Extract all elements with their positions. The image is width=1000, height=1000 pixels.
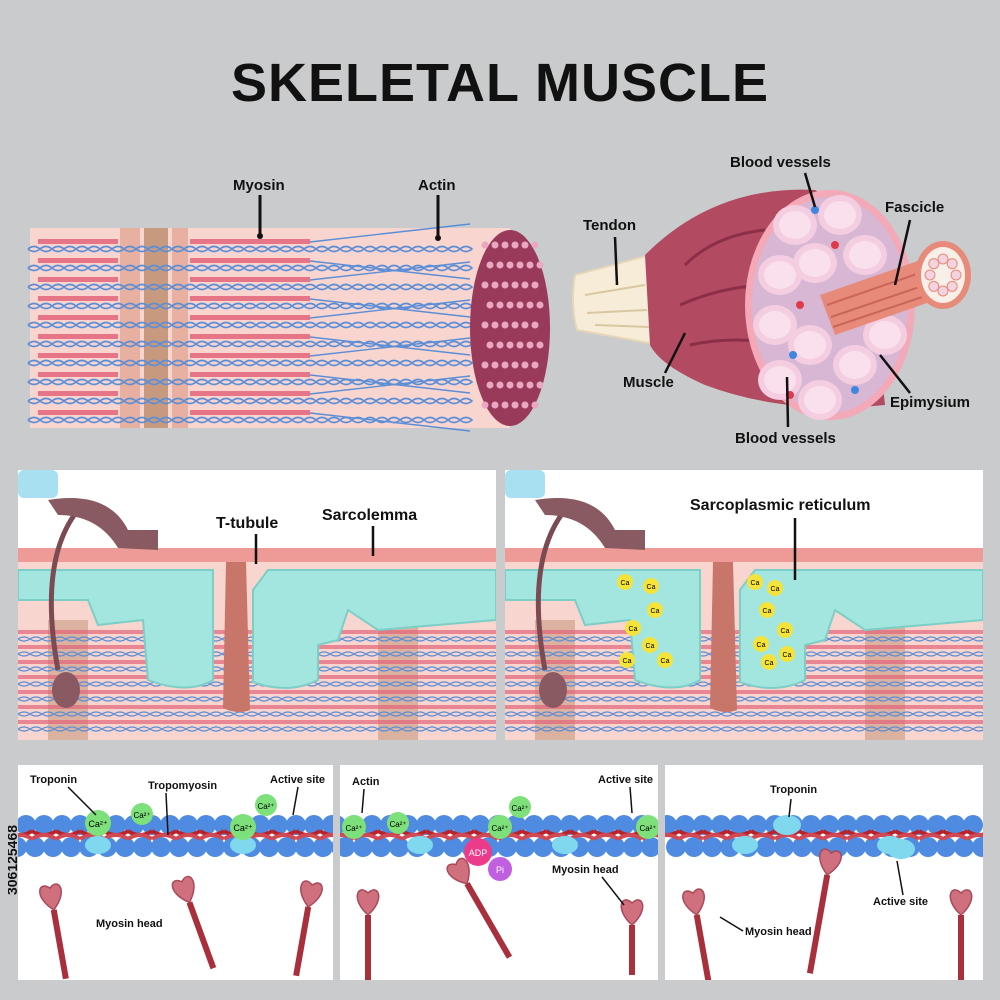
myosin-head-label-1: Myosin head: [96, 918, 163, 930]
ca-ion-label: Ca: [751, 580, 760, 587]
active-site-label-1: Active site: [270, 774, 325, 786]
page-title: SKELETAL MUSCLE: [230, 53, 770, 113]
ca-ion-7: Ca²⁺: [491, 824, 508, 833]
stock-id-text: 306125468: [8, 825, 20, 895]
ca-ion-label: Ca: [771, 586, 780, 593]
ca-ion-label: Ca: [646, 643, 655, 650]
actin-label-2: Actin: [352, 776, 380, 788]
sarcoplasmic-reticulum-label: Sarcoplasmic reticulum: [690, 497, 871, 514]
ca-ion-label: Ca: [765, 660, 774, 667]
ca-ion-9: Ca²⁺: [639, 824, 656, 833]
blood-vessels-top-label: Blood vessels: [730, 154, 831, 171]
ca-ion-label: Ca: [651, 608, 660, 615]
ca-ion-label: Ca: [661, 658, 670, 665]
ca-ion-label: Ca: [623, 658, 632, 665]
t-tubule-label: T-tubule: [216, 515, 278, 532]
ca-ion-label: Ca: [629, 626, 638, 633]
stock-id: 306125468: [8, 825, 20, 895]
ca-ion-1: Ca²⁺: [88, 819, 108, 829]
myosin-head-label-3: Myosin head: [745, 926, 812, 938]
myofibril-diagram: Myosin Actin: [27, 177, 550, 432]
contraction-state-diagram: Troponin Active site Myosin head: [665, 784, 983, 980]
active-site-label-2: Active site: [598, 774, 653, 786]
ca-ion-4: Ca²⁺: [257, 802, 274, 811]
troponin-label-3: Troponin: [770, 784, 817, 796]
ca-ion-6: Ca²⁺: [389, 820, 406, 829]
t-tubule-panel: T-tubule Sarcolemma: [18, 470, 496, 740]
contraction-panel-2: Ca²⁺ Ca²⁺ Ca²⁺ Ca²⁺ Ca²⁺ ADP Pi Actin Ac…: [340, 765, 658, 980]
ca-ion-label: Ca: [647, 584, 656, 591]
contraction-panel-1: Ca²⁺ Ca²⁺ Ca²⁺ Ca²⁺ Troponin Tropomyosin…: [18, 765, 333, 980]
muscle-diagram: Blood vessels Fascicle Tendon Muscle Epi…: [571, 154, 971, 447]
ca-ion-5: Ca²⁺: [345, 824, 362, 833]
ca-ion-label: Ca: [763, 608, 772, 615]
active-site-label-3: Active site: [873, 896, 928, 908]
adp-molecule: ADP: [469, 848, 488, 858]
sarcolemma-label: Sarcolemma: [322, 507, 417, 524]
binding-state-diagram: Ca²⁺ Ca²⁺ Ca²⁺ Ca²⁺ Ca²⁺ ADP Pi Actin Ac…: [340, 774, 658, 980]
ca-ion-label: Ca: [757, 642, 766, 649]
ca-ion-2: Ca²⁺: [133, 811, 150, 820]
fascicle-label: Fascicle: [885, 199, 944, 216]
blood-vessels-bottom-label: Blood vessels: [735, 430, 836, 447]
myosin-label: Myosin: [233, 177, 285, 194]
tendon-label: Tendon: [583, 217, 636, 234]
muscle-label: Muscle: [623, 374, 674, 391]
ca-ion-label: Ca: [783, 652, 792, 659]
contraction-panel-3: Troponin Active site Myosin head: [665, 765, 983, 980]
ca-ion-label: Ca: [781, 628, 790, 635]
ca-ion-3: Ca²⁺: [233, 823, 253, 833]
actin-label: Actin: [418, 177, 456, 194]
epimysium-label: Epimysium: [890, 394, 970, 411]
t-tubule-diagram: T-tubule Sarcolemma: [18, 470, 496, 740]
resting-state-diagram: Ca²⁺ Ca²⁺ Ca²⁺ Ca²⁺ Troponin Tropomyosin…: [18, 774, 333, 980]
pi-molecule: Pi: [496, 865, 504, 875]
tropomyosin-label: Tropomyosin: [148, 780, 217, 792]
myosin-head-label-2: Myosin head: [552, 864, 619, 876]
ca-ion-8: Ca²⁺: [511, 804, 528, 813]
troponin-label-1: Troponin: [30, 774, 77, 786]
ca-ion-label: Ca: [621, 580, 630, 587]
